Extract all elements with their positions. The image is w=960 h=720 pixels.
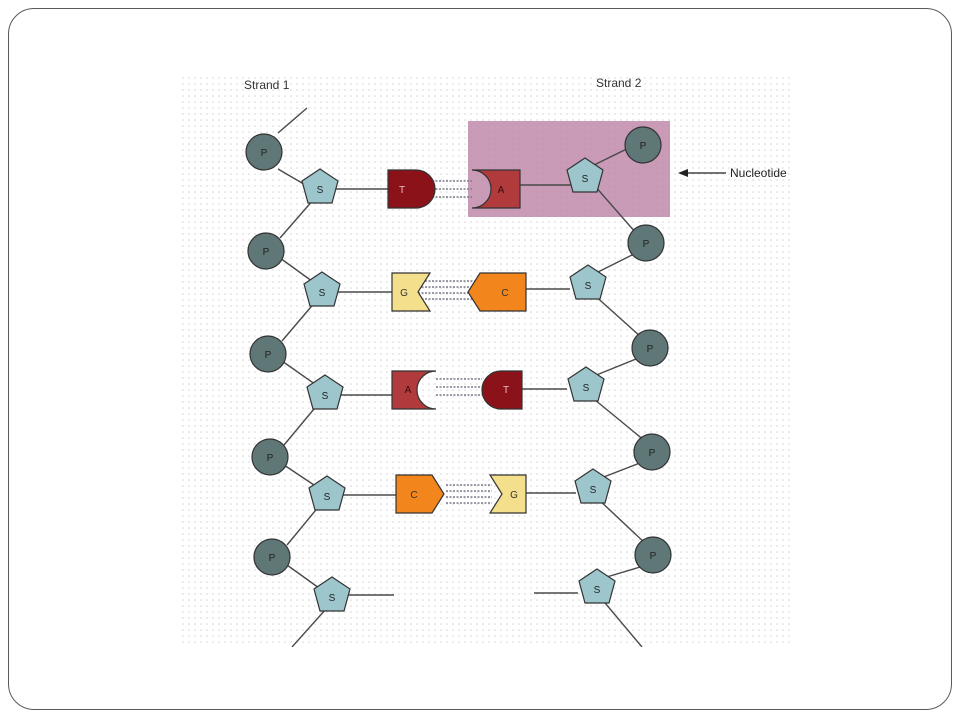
hydrogen-bonds [418, 180, 492, 504]
svg-text:P: P [263, 247, 270, 258]
svg-text:T: T [399, 185, 405, 196]
svg-text:P: P [647, 344, 654, 355]
base-cytosine: C [467, 272, 527, 312]
strand-1-label: Strand 1 [244, 78, 290, 92]
phosphate-group: P [249, 335, 287, 373]
base-thymine: T [481, 370, 523, 410]
sugar-pentagon: S [578, 568, 616, 604]
sugar-pentagon: S [306, 374, 344, 410]
sugar-pentagon: S [567, 366, 605, 402]
sugar-pentagon: S [301, 168, 339, 204]
phosphate-group: P [624, 126, 662, 164]
phosphate-group: P [253, 538, 291, 576]
sugar-pentagon: S [574, 468, 612, 504]
sugar-pentagon: S [308, 475, 346, 511]
svg-text:S: S [583, 383, 590, 394]
dna-diagram: Nucleotide Strand 1 Strand 2 P P P P P P… [180, 75, 790, 647]
sugar-pentagon: S [569, 264, 607, 300]
phosphate-group: P [631, 329, 669, 367]
svg-text:P: P [261, 148, 268, 159]
svg-text:S: S [594, 585, 601, 596]
svg-text:P: P [649, 448, 656, 459]
svg-text:S: S [322, 391, 329, 402]
base-adenine: A [471, 169, 521, 209]
phosphate-group: P [634, 536, 672, 574]
svg-text:T: T [503, 385, 509, 396]
base-guanine: G [488, 474, 527, 514]
strand-2-label: Strand 2 [596, 76, 642, 90]
svg-text:P: P [640, 141, 647, 152]
phosphate-group: P [245, 133, 283, 171]
svg-text:S: S [585, 281, 592, 292]
svg-text:P: P [265, 350, 272, 361]
svg-text:C: C [410, 490, 417, 501]
svg-text:S: S [317, 185, 324, 196]
base-guanine: G [391, 272, 432, 312]
svg-text:C: C [501, 288, 508, 299]
svg-text:P: P [269, 553, 276, 564]
phosphate-group: P [627, 224, 665, 262]
svg-text:P: P [643, 239, 650, 250]
svg-text:G: G [400, 288, 408, 299]
sugar-pentagon: S [313, 576, 351, 612]
svg-text:P: P [650, 551, 657, 562]
svg-text:S: S [319, 288, 326, 299]
phosphate-group: P [247, 232, 285, 270]
sugar-pentagon: S [566, 157, 604, 193]
svg-text:S: S [582, 174, 589, 185]
phosphate-group: P [251, 438, 289, 476]
phosphate-group: P [633, 433, 671, 471]
svg-text:S: S [324, 492, 331, 503]
svg-text:P: P [267, 453, 274, 464]
svg-text:A: A [498, 185, 505, 196]
nucleotide-callout-arrow [678, 169, 726, 177]
base-adenine: A [391, 370, 437, 410]
backbone-lines [277, 107, 648, 647]
svg-text:S: S [590, 485, 597, 496]
svg-text:S: S [329, 593, 336, 604]
nucleotide-callout-label: Nucleotide [730, 166, 787, 180]
svg-text:A: A [405, 385, 412, 396]
svg-text:G: G [510, 490, 518, 501]
base-cytosine: C [395, 474, 445, 514]
base-thymine: T [387, 169, 436, 209]
sugar-pentagon: S [303, 271, 341, 307]
